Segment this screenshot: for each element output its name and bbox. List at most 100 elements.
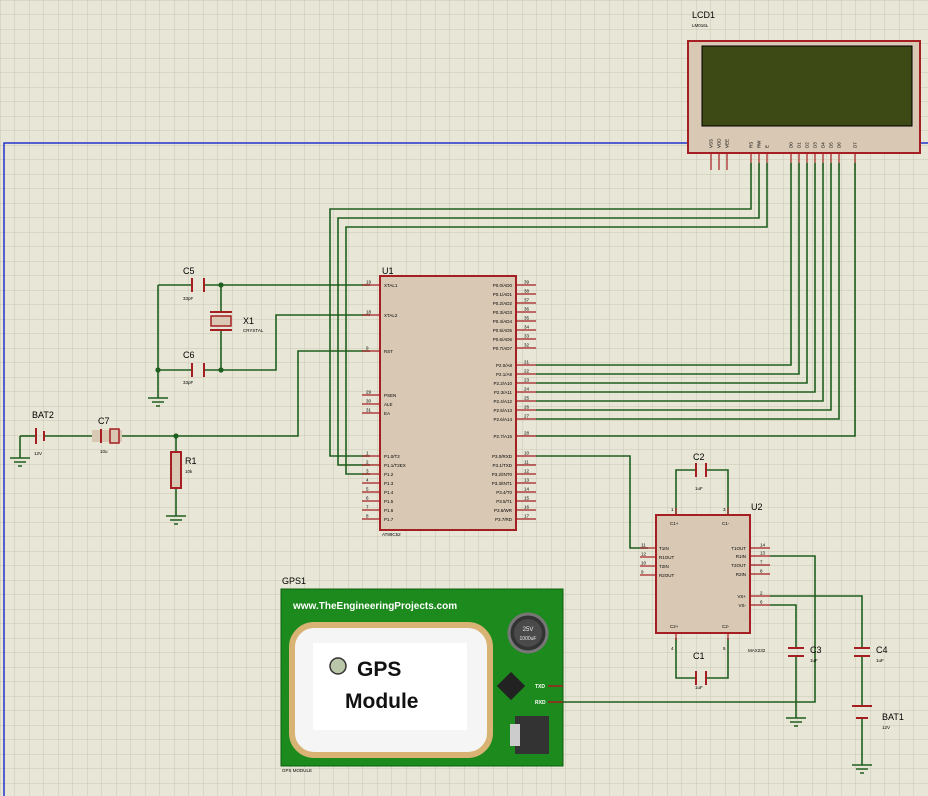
c4-ref: C4 (876, 645, 888, 655)
u1-pin-number: 2 (366, 460, 369, 465)
u1-pin-name: P1.4 (384, 490, 394, 495)
u1-pin-name: RST (384, 349, 393, 354)
gps-capacitor-top (514, 619, 542, 647)
u1-pin-name: P2.0/A8 (496, 363, 513, 368)
sheet-border (3, 142, 928, 796)
u1-pin-name: PSEN (384, 393, 396, 398)
u1-pin-name: P2.3/A11 (494, 390, 513, 395)
capacitor-c7[interactable]: C7 10u (92, 416, 122, 454)
u1-pin-number: 28 (524, 431, 530, 436)
gps-txd-label: TXD (535, 684, 545, 690)
gps-title-line2: Module (345, 690, 419, 713)
c5-value: 33pF (183, 296, 194, 301)
resistor-r1[interactable]: R1 10k (170, 451, 197, 489)
u2-pin-name: R2OUT (659, 573, 675, 578)
u2-pin-name: C2+ (670, 624, 679, 629)
u1-pin-name: XTAL1 (384, 283, 398, 288)
capacitor-c5[interactable]: C5 33pF (183, 266, 205, 301)
u2-pin-number: 3 (723, 507, 726, 512)
ground-symbol (852, 764, 872, 774)
lcd-pin-label: E (765, 145, 770, 148)
u1-pin-number: 3 (366, 469, 369, 474)
u1-pin-name: P3.1/TXD (492, 463, 512, 468)
r1-value: 10k (185, 469, 193, 474)
microcontroller-u1[interactable]: U1 19XTAL118XTAL29RST29PSEN30ALE31EA1P1.… (362, 266, 536, 537)
u1-pin-number: 12 (524, 469, 530, 474)
u2-pin-number: 1 (671, 507, 674, 512)
capacitor-c6[interactable]: C6 33pF (183, 350, 205, 385)
capacitor-c4[interactable]: C4 1uF (854, 645, 888, 663)
x1-ref: X1 (243, 316, 254, 326)
gps-title-line1: GPS (357, 658, 401, 681)
u1-pin-number: 37 (524, 298, 530, 303)
lcd-pin-label: D4 (821, 142, 826, 148)
u2-pin-number: 7 (760, 560, 763, 565)
bat2-ref: BAT2 (32, 410, 54, 420)
u1-pin-number: 21 (524, 360, 530, 365)
battery-bat2[interactable]: BAT2 12V (32, 410, 54, 456)
u1-pin-name: P0.4/AD4 (493, 319, 513, 324)
u1-pin-name: P3.5/T1 (496, 499, 512, 504)
u1-pin-number: 30 (366, 399, 372, 404)
u1-pin-number: 27 (524, 414, 530, 419)
u1-pin-name: P3.4/T0 (496, 490, 512, 495)
u1-pin-number: 6 (366, 496, 369, 501)
u1-left-pins: 19XTAL118XTAL29RST29PSEN30ALE31EA1P1.0/T… (362, 280, 406, 522)
battery-bat1[interactable]: BAT1 12V (852, 705, 904, 730)
max232-u2[interactable]: U2 11T1IN12R1OUT10T2IN9R2OUT14T1OUT13R1I… (640, 502, 770, 653)
u1-pin-number: 26 (524, 405, 530, 410)
u2-ref: U2 (751, 502, 763, 512)
c1-ref: C1 (693, 651, 705, 661)
u1-pin-name: P0.5/AD5 (493, 328, 513, 333)
lcd-pin-label: D6 (837, 142, 842, 148)
ground-symbol (10, 457, 30, 467)
u1-pin-number: 29 (366, 390, 372, 395)
u2-body (655, 514, 751, 634)
u1-pin-name: P1.2 (384, 472, 394, 477)
u2-pin-number: 12 (641, 552, 647, 557)
x1-value: CRYSTAL (243, 328, 264, 333)
u1-pin-number: 13 (524, 478, 530, 483)
u1-pin-number: 7 (366, 505, 369, 510)
c7-value: 10u (100, 449, 108, 454)
ground-symbol (148, 397, 168, 407)
lcd-pin-label: D2 (805, 142, 810, 148)
ground-symbol (166, 515, 186, 525)
gps-led-icon (329, 657, 347, 675)
u2-pin-number: 10 (641, 561, 647, 566)
u1-pin-name: P2.1/A9 (496, 372, 513, 377)
u2-pin-number: 2 (760, 591, 763, 596)
u1-pin-number: 23 (524, 378, 530, 383)
lcd-screen (701, 45, 913, 127)
u2-pin-name: C1+ (670, 521, 679, 526)
gps-module[interactable]: GPS1 www.TheEngineeringProjects.com GPS … (280, 576, 564, 773)
u2-pin-name: VS- (738, 603, 746, 608)
bat1-ref: BAT1 (882, 712, 904, 722)
gps-capacitor-label2: 1000uF (520, 636, 537, 642)
capacitor-c1[interactable]: C1 1uF (693, 651, 707, 690)
crystal-x1[interactable]: X1 CRYSTAL (210, 311, 264, 333)
u1-pin-number: 19 (366, 280, 372, 285)
u1-pin-name: P3.7/RD (495, 517, 513, 522)
gps-website: www.TheEngineeringProjects.com (292, 601, 457, 612)
u1-pin-name: P1.1/T2EX (384, 463, 406, 468)
u2-pin-name: VS+ (737, 594, 746, 599)
junctions (155, 282, 224, 439)
gps-antenna-panel (313, 643, 467, 730)
u2-pin-number: 8 (760, 569, 763, 574)
lcd-pin-label: D5 (829, 142, 834, 148)
capacitor-c3[interactable]: C3 1uF (788, 645, 822, 663)
gps-model-label: GPS MODULE (282, 768, 312, 773)
lcd-pin-label: VEE (725, 139, 730, 148)
u2-pin-number: 11 (641, 543, 646, 548)
lcd-pin-label: D3 (813, 142, 818, 148)
capacitor-c2[interactable]: C2 1uF (693, 452, 707, 491)
u2-pin-name: T2IN (659, 564, 669, 569)
u2-pin-name: R1IN (736, 554, 746, 559)
u1-pin-number: 39 (524, 280, 530, 285)
u2-pin-name: R1OUT (659, 555, 675, 560)
c1-value: 1uF (695, 685, 703, 690)
u1-pin-number: 31 (366, 408, 372, 413)
